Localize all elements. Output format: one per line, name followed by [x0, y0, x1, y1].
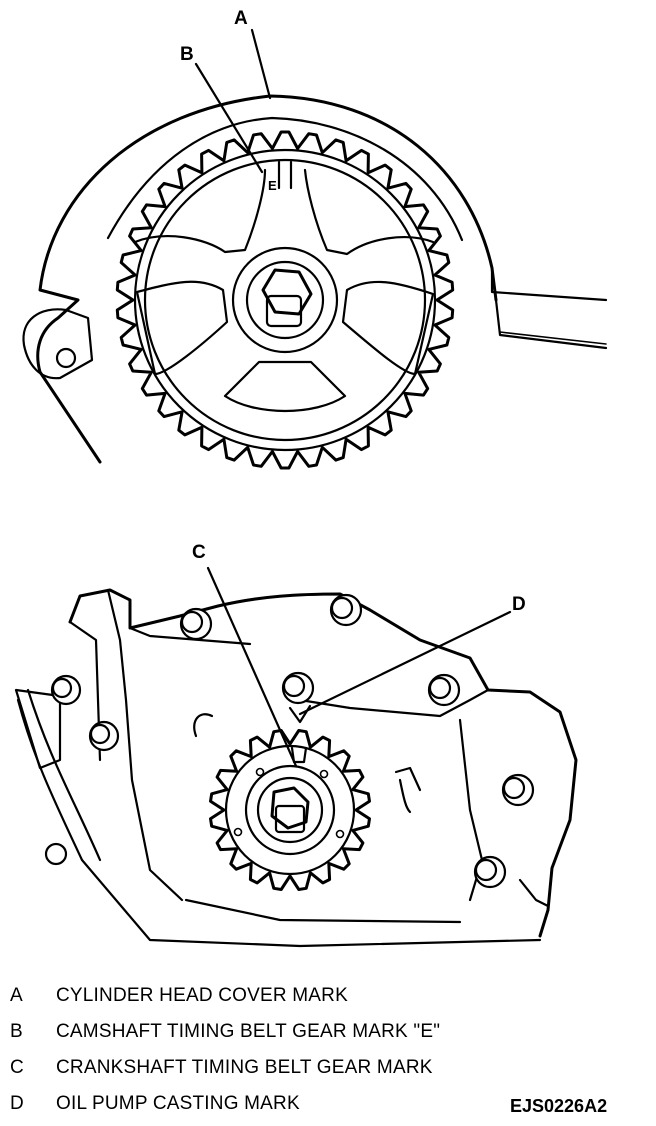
- leader-line-d: [298, 610, 512, 716]
- callout-c: C: [192, 542, 206, 563]
- callout-d: D: [512, 594, 526, 615]
- legend-text: CAMSHAFT TIMING BELT GEAR MARK "E": [56, 1021, 441, 1042]
- legend-key: A: [10, 985, 23, 1006]
- callout-b: B: [180, 44, 194, 65]
- leader-line-c: [206, 566, 298, 768]
- legend-text: CYLINDER HEAD COVER MARK: [56, 985, 348, 1006]
- leader-line-a: [250, 28, 272, 100]
- callout-a: A: [234, 8, 248, 29]
- crankshaft-assembly: C D: [14, 542, 578, 948]
- legend-item-d: D OIL PUMP CASTING MARK: [10, 1086, 530, 1122]
- timing-mark-diagram: E A B: [14, 8, 608, 948]
- legend-item-b: B CAMSHAFT TIMING BELT GEAR MARK "E": [10, 1014, 530, 1050]
- legend-item-c: C CRANKSHAFT TIMING BELT GEAR MARK: [10, 1050, 530, 1086]
- cylinder-head-cover: [36, 94, 498, 464]
- camshaft-assembly: E A B: [22, 8, 608, 470]
- legend-key: C: [10, 1057, 24, 1078]
- camshaft-gear: [115, 130, 455, 470]
- legend-text: CRANKSHAFT TIMING BELT GEAR MARK: [56, 1057, 433, 1078]
- leader-line-b: [194, 62, 264, 174]
- housing-bolts: [44, 593, 535, 889]
- figure-id: EJS0226A2: [510, 1096, 608, 1116]
- legend-key: B: [10, 1021, 23, 1042]
- legend-item-a: A CYLINDER HEAD COVER MARK: [10, 978, 530, 1014]
- crankshaft-gear: [209, 729, 371, 891]
- cam-bolt-icon: [261, 268, 313, 316]
- bolt-hole-icon: [55, 347, 77, 369]
- crank-bolt-icon: [270, 786, 310, 830]
- legend-key: D: [10, 1093, 24, 1114]
- legend-text: OIL PUMP CASTING MARK: [56, 1093, 300, 1114]
- gear-mark-e: E: [268, 178, 277, 193]
- legend: A CYLINDER HEAD COVER MARK B CAMSHAFT TI…: [10, 978, 530, 1122]
